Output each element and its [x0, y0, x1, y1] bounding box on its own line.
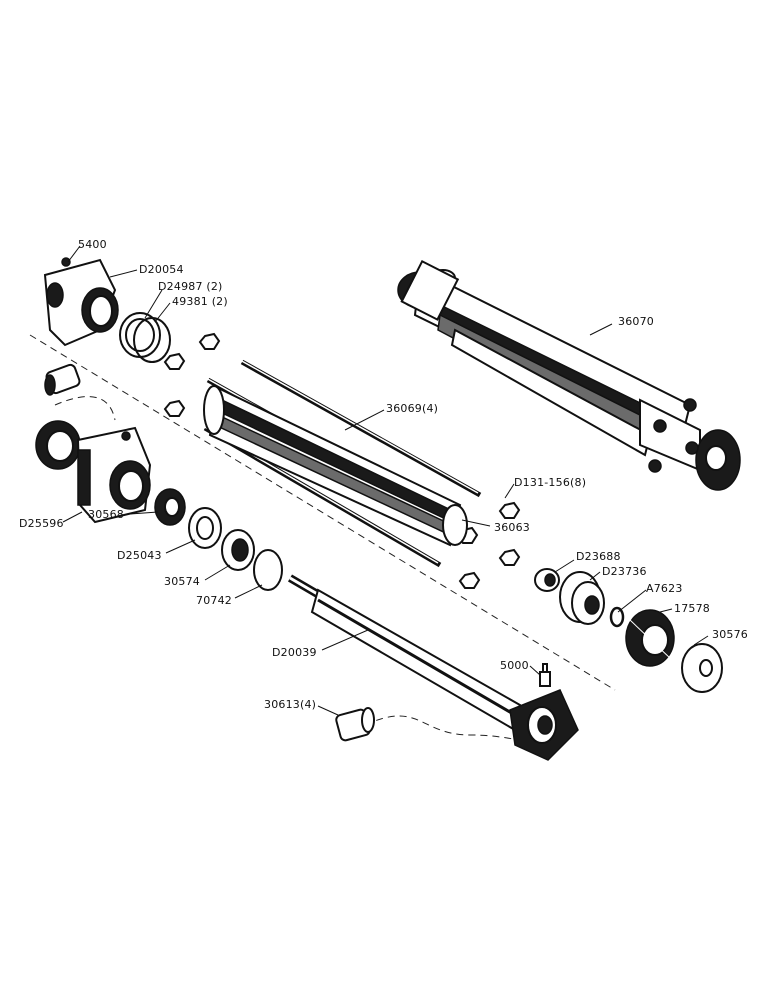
label-d131-156: D131-156(8)	[514, 476, 586, 489]
nut-d23688	[534, 568, 560, 592]
label-5000: 5000	[500, 659, 529, 672]
bushing-30613	[335, 707, 375, 742]
piston-packing-17578	[625, 609, 675, 667]
label-49381: 49381 (2)	[172, 295, 228, 308]
o-ring-a7623	[609, 606, 625, 628]
washer-d25043	[188, 507, 222, 549]
label-30568: 30568	[88, 508, 124, 521]
end-cap-30576	[681, 643, 723, 693]
label-36070: 36070	[618, 315, 654, 328]
label-d20039: D20039	[272, 646, 317, 659]
label-d24987: D24987 (2)	[158, 280, 223, 293]
o-ring-d24987	[119, 312, 161, 358]
label-d23688: D23688	[576, 550, 621, 563]
backup-ring-49381	[133, 317, 171, 363]
pin-guide-line-lower	[364, 715, 531, 743]
label-17578: 17578	[674, 602, 710, 615]
label-d25596: D25596	[19, 517, 64, 530]
label-36069: 36069(4)	[386, 402, 438, 415]
pin-bushing-left	[44, 363, 81, 396]
label-d23736: D23736	[602, 565, 647, 578]
label-d25043: D25043	[117, 549, 162, 562]
head-casting-top	[43, 257, 119, 347]
piston-rod	[287, 574, 579, 761]
label-30574: 30574	[164, 575, 200, 588]
label-70742: 70742	[196, 594, 232, 607]
leader-lines	[62, 245, 709, 716]
assembled-cylinder	[397, 259, 741, 491]
label-d20054: D20054	[139, 263, 184, 276]
assembly-centerline	[29, 334, 616, 691]
label-30613: 30613(4)	[264, 698, 316, 711]
label-36063: 36063	[494, 521, 530, 534]
label-30576: 30576	[712, 628, 748, 641]
cylinder-tube	[203, 385, 468, 547]
piston-d23736	[559, 571, 605, 625]
seal-ring-left	[35, 420, 81, 470]
grease-fitting-5000	[539, 663, 551, 687]
packing-30568	[154, 488, 186, 526]
label-5400: 5400	[78, 238, 107, 251]
head-casting-d25596	[76, 426, 152, 524]
snap-ring-70742	[253, 549, 283, 591]
pin-guide-line	[54, 396, 116, 421]
label-a7623: A7623	[646, 582, 683, 595]
gland-30574	[221, 529, 255, 571]
